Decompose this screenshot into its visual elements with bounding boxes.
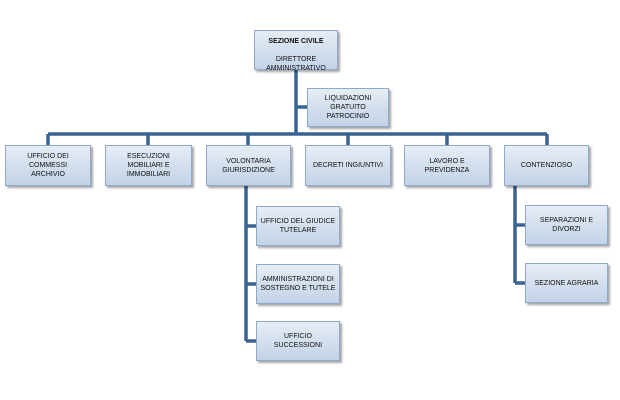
dept-box-contenzioso: CONTENZIOSO: [504, 145, 589, 186]
root-box: SEZIONE CIVILE DIRETTORE AMMINISTRATIVO: [254, 30, 338, 72]
root-subtitle: DIRETTORE AMMINISTRATIVO: [266, 55, 326, 72]
dept-label: CONTENZIOSO: [520, 162, 573, 169]
sub-box-amministrazioni: AMMINISTRAZIONI DI SOSTEGNO E TUTELE: [256, 264, 340, 304]
sub-label: AMMINISTRAZIONI DI SOSTEGNO E TUTELE: [260, 276, 336, 292]
side-box-liquidazioni: LIQUIDAZIONI GRATUITO PATROCINIO: [307, 88, 389, 127]
dept-box-decreti: DECRETI INGIUNTIVI: [305, 145, 391, 186]
dept-label: DECRETI INGIUNTIVI: [312, 162, 383, 169]
sub-label: SEZIONE AGRARIA: [534, 279, 599, 287]
root-title: SEZIONE CIVILE: [268, 37, 324, 45]
sub-box-giudice-tutelare: UFFICIO DEL GIUDICE TUTELARE: [256, 206, 340, 246]
dept-box-volontaria: VOLONTARIA GIURISDIZIONE: [206, 145, 291, 186]
dept-box-commessi: UFFICIO DEI COMMESSI ARCHIVIO: [5, 145, 91, 186]
dept-label: ESECUZIONI MOBILIARI E IMMOBILIARI: [126, 153, 171, 178]
dept-box-esecuzioni: ESECUZIONI MOBILIARI E IMMOBILIARI: [105, 145, 192, 186]
sub-label: SEPARAZIONI E DIVORZI: [539, 217, 594, 233]
sub-box-agraria: SEZIONE AGRARIA: [525, 263, 608, 303]
side-box-label: LIQUIDAZIONI GRATUITO PATROCINIO: [324, 95, 372, 120]
sub-label: UFFICIO DEL GIUDICE TUTELARE: [260, 218, 336, 234]
dept-label: VOLONTARIA GIURISDIZIONE: [222, 157, 275, 174]
dept-box-lavoro: LAVORO E PREVIDENZA: [404, 145, 490, 186]
sub-box-successioni: UFFICIO SUCCESSIONI: [256, 321, 340, 361]
dept-label: LAVORO E PREVIDENZA: [424, 157, 470, 174]
sub-box-separazioni: SEPARAZIONI E DIVORZI: [525, 205, 608, 245]
dept-label: UFFICIO DEI COMMESSI ARCHIVIO: [27, 153, 69, 178]
sub-label: UFFICIO SUCCESSIONI: [273, 333, 323, 349]
